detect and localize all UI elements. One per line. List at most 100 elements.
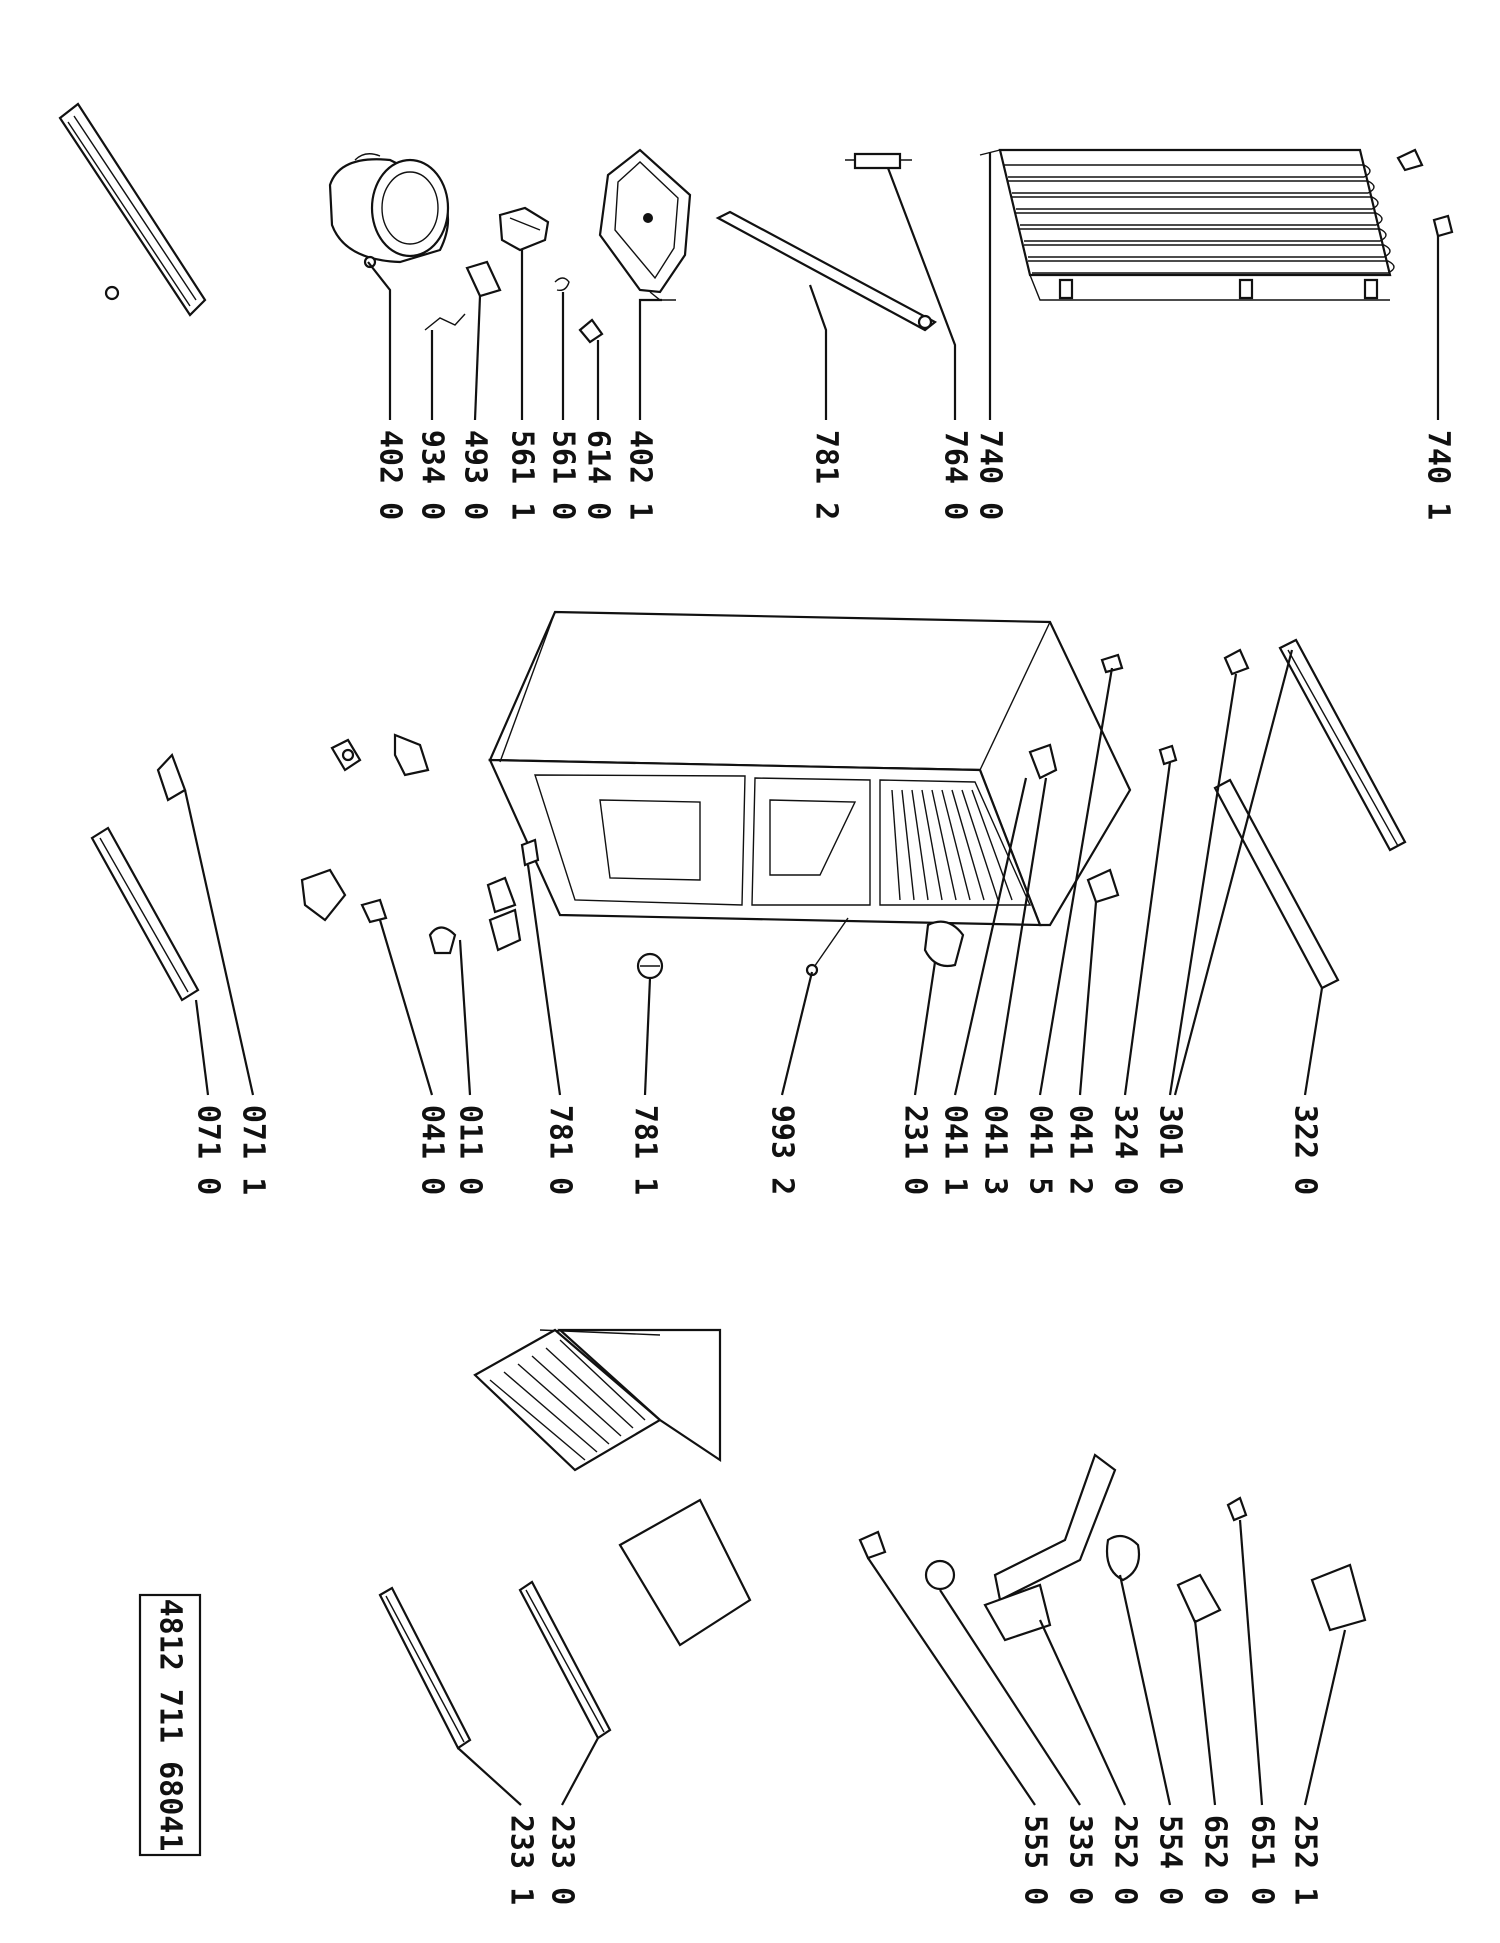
callout-2331: 233 1: [504, 1815, 539, 1905]
part-hinge-b: [393, 733, 430, 777]
evaporator-coil: [517, 1363, 610, 1445]
part-sensor-7640: [845, 152, 912, 170]
part-lamp-cover-5550: [858, 1530, 887, 1560]
grille-slat: [891, 789, 901, 901]
document-number-box: 4812 711 68041: [138, 1593, 202, 1857]
evaporator-coil: [489, 1379, 586, 1461]
part-cover-7810: [520, 838, 540, 867]
callout-0110: 011 0: [453, 1105, 488, 1195]
callout-5611: 561 1: [505, 430, 540, 520]
callout-2520: 252 0: [1108, 1815, 1143, 1905]
part-wire-9340: [424, 313, 466, 331]
callout-2310: 231 0: [898, 1105, 933, 1195]
part-drip-tray-4021: [598, 148, 692, 301]
callout-5610: 561 0: [546, 430, 581, 520]
grille-slat: [901, 789, 915, 901]
leaders-middle: [183, 649, 1324, 1096]
callout-7401: 740 1: [1421, 430, 1456, 520]
part-evaporator: [473, 1328, 752, 1647]
part-hinge-0413: [488, 908, 522, 952]
callout-4020: 402 0: [373, 430, 408, 520]
part-door-rail-0710: [90, 826, 200, 1002]
shelf-wire: [1008, 180, 1375, 194]
callout-2521: 252 1: [1288, 1815, 1323, 1905]
part-bracket-2331: [378, 1586, 472, 1750]
part-door-shelf-0711: [156, 752, 187, 802]
callout-0410: 041 0: [415, 1105, 450, 1195]
shelf-wire: [1020, 228, 1387, 242]
callout-3240: 324 0: [1108, 1105, 1143, 1195]
callout-5540: 554 0: [1153, 1815, 1188, 1905]
part-plate-2310: [923, 920, 965, 968]
part-lamp-6510: [1226, 1496, 1248, 1522]
callout-3010: 301 0: [1153, 1105, 1188, 1195]
callout-0412: 041 2: [1063, 1105, 1098, 1195]
callout-0415: 041 5: [1023, 1105, 1058, 1195]
part-bracket-0415: [1028, 743, 1058, 780]
part-cabinet-body: [488, 610, 1132, 927]
grille-slat: [951, 789, 985, 901]
part-probe-9932: [805, 917, 849, 977]
callout-4021: 402 1: [623, 430, 658, 520]
part-knob-3350: [924, 1559, 956, 1591]
leaders-top: [367, 152, 1440, 421]
callout-2330: 233 0: [545, 1815, 580, 1905]
grille-slat: [931, 789, 957, 901]
part-wire-shelf-7400: [979, 148, 1395, 301]
callout-labels: 402 0 934 0 493 0 561 1 561 0 614 0 402 …: [191, 430, 1456, 1905]
part-door-handle-topleft: [58, 102, 207, 317]
part-pin-5610: [554, 277, 570, 292]
evaporator-coil: [559, 1339, 646, 1421]
shelf-wire: [1016, 212, 1383, 226]
part-thermostat-2520: [983, 1453, 1117, 1642]
part-relay-2521: [1310, 1563, 1367, 1632]
part-compressor-4020: [328, 153, 450, 269]
callout-3220: 322 0: [1288, 1105, 1323, 1195]
shelf-wire: [1028, 260, 1395, 274]
grille-slat: [971, 789, 1013, 901]
callout-3350: 335 0: [1063, 1815, 1098, 1905]
callout-7811: 781 1: [628, 1105, 663, 1195]
callout-0710: 071 0: [191, 1105, 226, 1195]
callout-7810: 781 0: [543, 1105, 578, 1195]
part-rail-3010: [1278, 638, 1407, 852]
evaporator-coil: [503, 1371, 598, 1453]
part-foot-0110: [428, 926, 457, 955]
callout-0711: 071 1: [236, 1105, 271, 1195]
grille-slat: [961, 789, 999, 901]
part-bracket-0412b: [1086, 868, 1120, 904]
part-hinge-0412: [486, 876, 517, 914]
leaders-bottom: [457, 1519, 1347, 1806]
part-spring-5540: [1105, 1534, 1141, 1582]
part-knob-7811: [636, 952, 664, 980]
part-clip-top: [1223, 648, 1250, 676]
callout-7640: 764 0: [938, 430, 973, 520]
part-clip-3010: [1158, 744, 1178, 766]
evaporator-coil: [545, 1347, 634, 1429]
shelf-wire: [1024, 244, 1391, 258]
callout-7812: 781 2: [809, 430, 844, 520]
part-clip-3240: [1100, 653, 1124, 674]
callout-6520: 652 0: [1198, 1815, 1233, 1905]
callout-6510: 651 0: [1245, 1815, 1280, 1905]
grille-slat: [941, 789, 971, 901]
part-rail-3220: [1213, 778, 1340, 990]
callout-6140: 614 0: [581, 430, 616, 520]
callout-4930: 493 0: [458, 430, 493, 520]
callout-0411: 041 1: [938, 1105, 973, 1195]
callout-7400: 740 0: [973, 430, 1008, 520]
part-hinge-a: [330, 738, 362, 772]
callout-5550: 555 0: [1018, 1815, 1053, 1905]
shelf-wire: [1012, 196, 1379, 210]
part-foot-0411: [360, 898, 388, 924]
part-clip-7401: [1396, 148, 1454, 238]
part-hinge-0410: [300, 868, 347, 922]
evaporator-coil: [531, 1355, 622, 1437]
callout-9340: 934 0: [415, 430, 450, 520]
grille-slat: [921, 789, 943, 901]
shelf-wire: [1004, 164, 1371, 178]
part-grommet-6140: [578, 318, 604, 344]
part-clip-4930: [465, 260, 502, 298]
callout-0413: 041 3: [978, 1105, 1013, 1195]
